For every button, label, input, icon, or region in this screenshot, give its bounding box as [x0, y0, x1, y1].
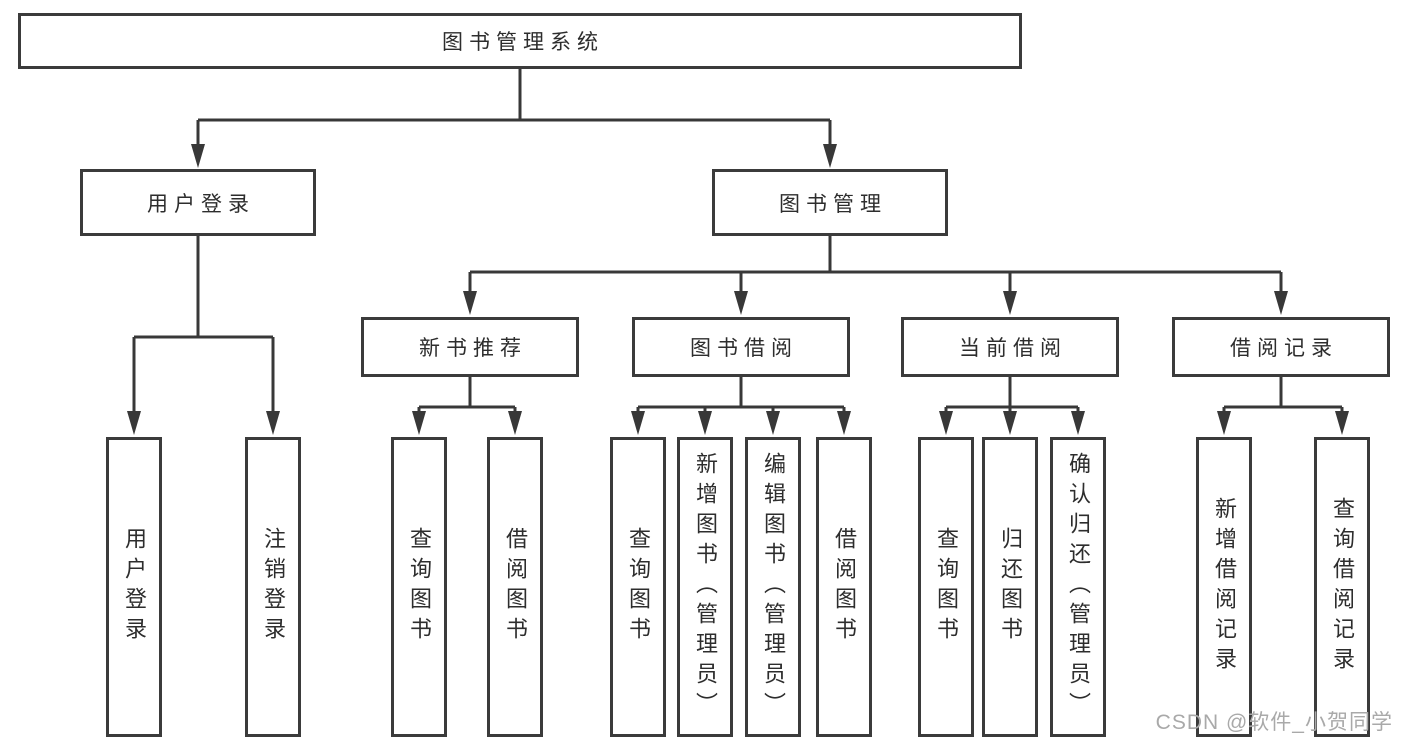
arrowhead-icon — [1274, 291, 1288, 315]
arrowhead-icons — [127, 144, 1349, 435]
node-leaf-confirm-return-admin: 确认归还（管理员） — [1050, 437, 1106, 737]
arrowhead-icon — [508, 411, 522, 435]
node-leaf-query-books-current: 查询图书 — [918, 437, 974, 737]
connector-root — [196, 69, 832, 146]
node-leaf-return-books: 归还图书 — [982, 437, 1038, 737]
node-new-book-recommend: 新书推荐 — [361, 317, 579, 377]
node-leaf-borrow-books: 借阅图书 — [816, 437, 872, 737]
arrowhead-icon — [1217, 411, 1231, 435]
node-leaf-borrow-books-recommend: 借阅图书 — [487, 437, 543, 737]
connector-current-group — [944, 377, 1080, 414]
arrowhead-icon — [463, 291, 477, 315]
node-borrow-records: 借阅记录 — [1172, 317, 1390, 377]
arrowhead-icon — [1003, 411, 1017, 435]
arrowhead-icon — [1071, 411, 1085, 435]
arrowhead-icon — [412, 411, 426, 435]
arrowhead-icon — [1003, 291, 1017, 315]
node-leaf-user-login: 用户登录 — [106, 437, 162, 737]
arrowhead-icon — [939, 411, 953, 435]
arrowhead-icon — [1335, 411, 1349, 435]
arrowhead-icon — [837, 411, 851, 435]
node-leaf-edit-books-admin: 编辑图书（管理员） — [745, 437, 801, 737]
node-current-borrow: 当前借阅 — [901, 317, 1119, 377]
node-leaf-logout: 注销登录 — [245, 437, 301, 737]
arrowhead-icon — [631, 411, 645, 435]
node-leaf-add-books-admin: 新增图书（管理员） — [677, 437, 733, 737]
node-book-borrow: 图书借阅 — [632, 317, 850, 377]
arrowhead-icon — [766, 411, 780, 435]
arrowhead-icon — [127, 411, 141, 435]
arrowhead-icon — [266, 411, 280, 435]
node-book-management: 图书管理 — [712, 169, 948, 236]
arrowhead-icon — [823, 144, 837, 168]
connector-recommend-group — [417, 377, 517, 414]
node-leaf-query-books-recommend: 查询图书 — [391, 437, 447, 737]
node-leaf-add-borrow-record: 新增借阅记录 — [1196, 437, 1252, 737]
node-user-login: 用户登录 — [80, 169, 316, 236]
arrowhead-icon — [191, 144, 205, 168]
watermark: CSDN @软件_小贺同学 — [1155, 711, 1393, 734]
connector-book-management-group — [468, 236, 1283, 293]
node-leaf-query-books-borrow: 查询图书 — [610, 437, 666, 737]
connector-user-login-group — [132, 236, 275, 413]
arrowhead-icon — [698, 411, 712, 435]
node-root-system: 图书管理系统 — [18, 13, 1022, 69]
connector-records-group — [1222, 377, 1344, 414]
arrowhead-icon — [734, 291, 748, 315]
node-leaf-query-borrow-record: 查询借阅记录 — [1314, 437, 1370, 737]
connector-borrow-group — [636, 377, 846, 414]
